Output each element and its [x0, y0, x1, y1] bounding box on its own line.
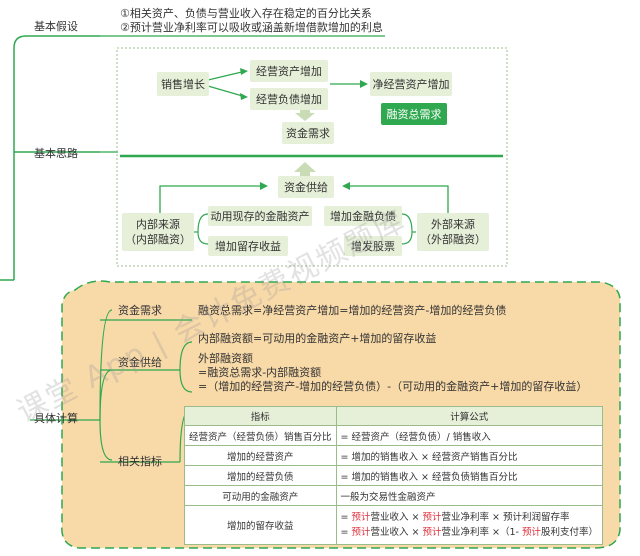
table-row: 增加的留存收益 = 预计营业收入 × 预计营业净利率 × 预计利润留存率 = 预…: [184, 505, 604, 545]
node-fund-supply: 资金供给: [278, 176, 334, 198]
assumption-1: ①相关资产、负债与营业收入存在稳定的百分比关系: [120, 7, 372, 20]
formula-part: 营业收入 ×: [370, 527, 423, 538]
section-assumptions: 基本假设: [34, 20, 78, 33]
calc-supply-external-2: =（增加的经营资产-增加的经营负债）-（可动用的金融资产+增加的留存收益）: [198, 380, 588, 393]
expected-text: 预计: [422, 527, 442, 538]
table-row: 经营资产（经营负债）销售百分比 = 经营资产（经营负债）/ 销售收入: [184, 425, 604, 446]
calc-indicators-label: 相关指标: [118, 455, 162, 468]
calc-supply-external-title: 外部融资额: [198, 352, 253, 365]
row-name: 经营资产（经营负债）销售百分比: [184, 425, 337, 446]
table-row: 增加的经营负债 = 增加的销售收入 × 经营负债销售百分比: [184, 465, 604, 486]
node-net-op-assets-up: 净经营资产增加: [370, 72, 452, 96]
node-add-fin-liab: 增加金融负债: [324, 206, 402, 226]
assumption-2: ②预计营业净利率可以吸收或涵盖新增借款增加的利息: [120, 21, 383, 34]
retained-formula-2: = 预计营业收入 × 预计营业净利率 ×（1- 预计股利支付率）: [341, 525, 599, 540]
formula-part: 股利支付率）: [541, 527, 599, 538]
external-financing-label: （外部融资）: [420, 233, 486, 246]
node-op-liab-up: 经营负债增加: [250, 88, 328, 110]
internal-financing-label: （内部融资）: [125, 233, 191, 246]
row-name: 可动用的金融资产: [184, 485, 337, 506]
expected-text: 预计: [522, 527, 542, 538]
formula-part: 营业净利率 × 预计利润留存率: [441, 512, 570, 523]
row-formula: = 增加的销售收入 × 经营负债销售百分比: [335, 465, 604, 486]
formula-part: 营业净利率 ×（1-: [441, 527, 523, 538]
node-add-retained: 增加留存收益: [208, 236, 288, 256]
node-external-source: 外部来源 （外部融资）: [417, 213, 489, 251]
calc-demand-label: 资金需求: [118, 304, 162, 317]
table-row: 可动用的金融资产 一般为交易性金融资产: [184, 485, 604, 506]
node-op-assets-up: 经营资产增加: [250, 60, 328, 82]
formula-part: 营业收入 ×: [370, 512, 423, 523]
row-formula: = 预计营业收入 × 预计营业净利率 × 预计利润留存率 = 预计营业收入 × …: [335, 505, 604, 545]
indicators-table: 指标 计算公式 经营资产（经营负债）销售百分比 = 经营资产（经营负债）/ 销售…: [184, 406, 604, 545]
internal-source-label: 内部来源: [136, 218, 180, 231]
node-fund-demand: 资金需求: [282, 122, 334, 144]
node-use-fin-assets: 动用现存的金融资产: [208, 206, 312, 226]
calc-supply-internal: 内部融资额=可动用的金融资产+增加的留存收益: [198, 332, 437, 345]
calc-supply-external-1: =融资总需求-内部融资额: [198, 366, 322, 379]
section-approach: 基本思路: [34, 147, 78, 160]
node-issue-shares: 增发股票: [344, 236, 402, 256]
node-total-financing: 融资总需求: [381, 103, 447, 125]
eq: =: [340, 512, 352, 523]
row-name: 增加的留存收益: [184, 505, 337, 545]
expected-text: 预计: [351, 527, 371, 538]
section-calculation: 具体计算: [34, 412, 78, 425]
node-sales-growth: 销售增长: [157, 72, 209, 96]
table-header: 指标 计算公式: [184, 406, 604, 426]
external-source-label: 外部来源: [431, 218, 475, 231]
row-formula: = 经营资产（经营负债）/ 销售收入: [335, 425, 604, 446]
header-indicator: 指标: [184, 406, 337, 426]
calc-demand-formula: 融资总需求=净经营资产增加=增加的经营资产-增加的经营负债: [198, 304, 507, 317]
calc-supply-label: 资金供给: [118, 356, 162, 369]
row-formula: = 增加的销售收入 × 经营资产销售百分比: [335, 445, 604, 466]
expected-text: 预计: [351, 512, 371, 523]
row-name: 增加的经营负债: [184, 465, 337, 486]
row-name: 增加的经营资产: [184, 445, 337, 466]
expected-text: 预计: [422, 512, 442, 523]
header-formula: 计算公式: [335, 406, 604, 426]
retained-formula-1: = 预计营业收入 × 预计营业净利率 × 预计利润留存率: [341, 510, 599, 525]
node-internal-source: 内部来源 （内部融资）: [122, 213, 194, 251]
table-row: 增加的经营资产 = 增加的销售收入 × 经营资产销售百分比: [184, 445, 604, 466]
eq: =: [340, 527, 352, 538]
row-formula: 一般为交易性金融资产: [335, 485, 604, 506]
